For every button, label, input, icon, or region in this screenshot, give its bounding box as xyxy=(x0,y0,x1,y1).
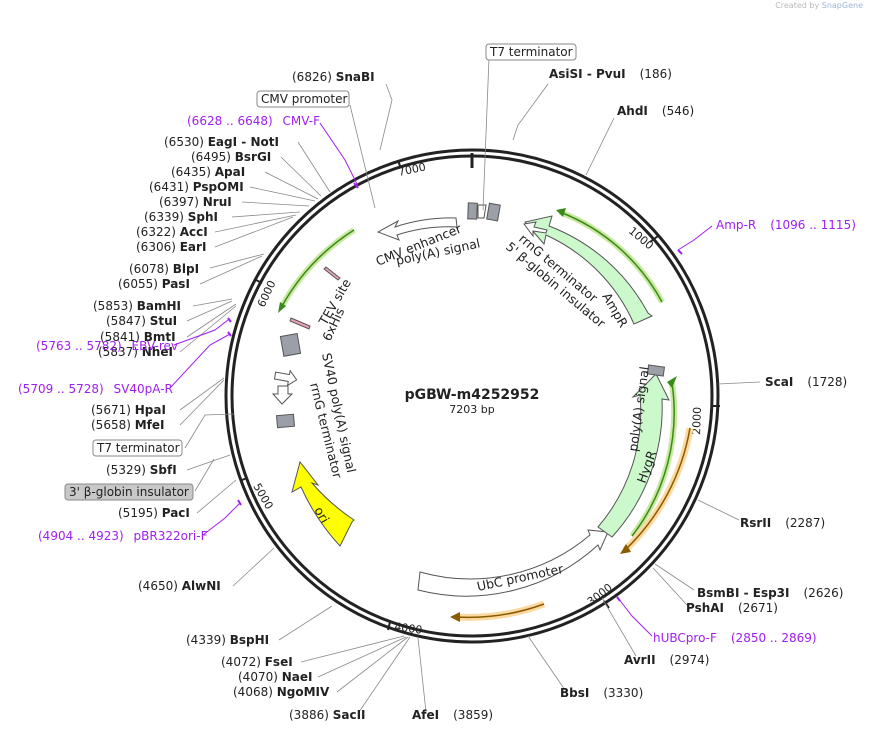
site-afei: AfeI(3859) xyxy=(412,708,493,722)
site-hpai: (5671) HpaI xyxy=(91,403,166,417)
cmv-promoter-box xyxy=(256,90,350,108)
backbone-outer xyxy=(224,148,720,644)
t7-terminator-top-label: T7 terminator xyxy=(489,45,573,59)
t7-terminator-left-box xyxy=(92,439,183,457)
right-orange-arrow xyxy=(624,427,691,551)
ori-label: ori xyxy=(311,504,332,526)
snapgene-watermark: Created by SnapGene xyxy=(775,1,863,10)
site-fsei: (4072) FseI xyxy=(221,655,293,669)
watermark-prefix: Created by xyxy=(775,1,820,10)
primer-hubcpro-f: hUBCpro-F(2850 .. 2869) xyxy=(653,631,817,645)
site-labels: (6826) SnaBI AsiSI - PvuI(186) AhdI(546)… xyxy=(91,67,847,722)
site-scai: ScaI(1728) xyxy=(765,375,847,389)
cmv-enhancer-arrow xyxy=(376,217,458,241)
site-bsphi: (4339) BspHI xyxy=(186,633,269,647)
site-ahdi: AhdI(546) xyxy=(617,104,694,118)
site-sphi: (6339) SphI xyxy=(144,210,218,224)
site-bsmbi-esp3i: BsmBI - Esp3I(2626) xyxy=(697,586,843,600)
site-sbfi: (5329) SbfI xyxy=(106,463,177,477)
rrng-terminator-top-arrow xyxy=(523,221,548,238)
site-bsrgi: (6495) BsrGI xyxy=(191,150,271,164)
rrng-left-arrow-2 xyxy=(271,385,294,405)
site-nrui: (6397) NruI xyxy=(159,195,232,209)
site-eagi-noti: (6530) EagI - NotI xyxy=(164,135,279,149)
beta-globin-5-box xyxy=(486,202,501,222)
primer-labels: (6628 .. 6648) CMV-F Amp-R(1096 .. 1115)… xyxy=(18,114,856,645)
leader-lines xyxy=(179,57,761,713)
snapgene-logo: SnapGene xyxy=(821,1,863,10)
tick-7000: 7000 xyxy=(397,160,427,179)
tick-2000: 2000 xyxy=(690,407,704,435)
sv40-box xyxy=(279,333,302,357)
primer-markers xyxy=(169,122,713,637)
primer-amp-r: Amp-R(1096 .. 1115) xyxy=(716,218,856,232)
site-pasi: (6055) PasI xyxy=(118,277,190,291)
plasmid-length: 7203 bp xyxy=(449,403,494,416)
site-bamhi: (5853) BamHI xyxy=(93,299,181,313)
site-bmti: (5841) BmtI xyxy=(100,330,176,344)
ubc-promoter-arrow xyxy=(417,529,609,597)
right-green-arrow xyxy=(631,382,675,537)
tev-site-mark xyxy=(323,266,341,281)
site-eari: (6306) EarI xyxy=(136,240,206,254)
site-asisi-pvui: AsiSI - PvuI(186) xyxy=(549,67,672,81)
site-stui: (5847) StuI xyxy=(106,314,177,328)
rrng-left-arrow-1 xyxy=(273,369,298,387)
tick-6000: 6000 xyxy=(255,278,279,309)
boxed-labels: T7 terminator CMV promoter T7 terminator… xyxy=(64,43,577,501)
bottom-orange-arrow xyxy=(455,603,545,619)
site-naei: (4070) NaeI xyxy=(238,670,312,684)
site-blpi: (6078) BlpI xyxy=(129,262,199,276)
t7-terminator-top-box xyxy=(485,43,577,61)
site-acci: (6322) AccI xyxy=(136,225,208,239)
tick-3000: 3000 xyxy=(585,581,615,608)
hygr-arrow xyxy=(597,373,670,538)
site-nhei: (5837) NheI xyxy=(98,345,173,359)
site-apai: (6435) ApaI xyxy=(171,165,245,179)
t7-left-box xyxy=(275,413,296,429)
left-green-arrow xyxy=(281,229,355,307)
features-layer xyxy=(271,202,694,622)
site-paci: (5195) PacI xyxy=(118,506,190,520)
site-rsrii: RsrII(2287) xyxy=(740,516,825,530)
primer-ebv-rev: (5763 .. 5782) EBV-rev xyxy=(36,339,178,353)
primer-cmv-f: (6628 .. 6648) CMV-F xyxy=(187,114,320,128)
site-ngomiv: (4068) NgoMIV xyxy=(233,685,330,699)
site-sacii: (3886) SacII xyxy=(289,708,366,722)
site-avrii: AvrII(2974) xyxy=(624,653,709,667)
site-mfei: (5658) MfeI xyxy=(91,418,165,432)
tick-4000: 4000 xyxy=(394,620,424,637)
his-tag-mark xyxy=(289,317,311,330)
plasmid-name: pGBW-m4252952 xyxy=(405,387,540,403)
site-pspomi: (6431) PspOMI xyxy=(149,180,244,194)
site-alwni: (4650) AlwNI xyxy=(138,579,221,593)
beta-globin-3-box xyxy=(64,483,194,501)
polya-signal-right-box xyxy=(646,364,666,377)
beta-globin-3-label: 3' β-globin insulator xyxy=(69,485,189,499)
ampr-arrow xyxy=(524,215,653,325)
site-snabi: (6826) SnaBI xyxy=(292,70,375,84)
cmv-promoter-label: CMV promoter xyxy=(261,92,348,106)
ori-arrow xyxy=(291,460,355,547)
t7-terminator-left-label: T7 terminator xyxy=(96,441,180,455)
site-pshai: PshAI(2671) xyxy=(686,601,778,615)
site-bbsi: BbsI(3330) xyxy=(560,686,643,700)
primer-pbr322ori-f: (4904 .. 4923) pBR322ori-F xyxy=(38,529,208,543)
rrng-small-arrow xyxy=(477,204,487,219)
polya-signal-top-box xyxy=(467,202,478,220)
primer-sv40pa-r: (5709 .. 5728) SV40pA-R xyxy=(18,382,173,396)
